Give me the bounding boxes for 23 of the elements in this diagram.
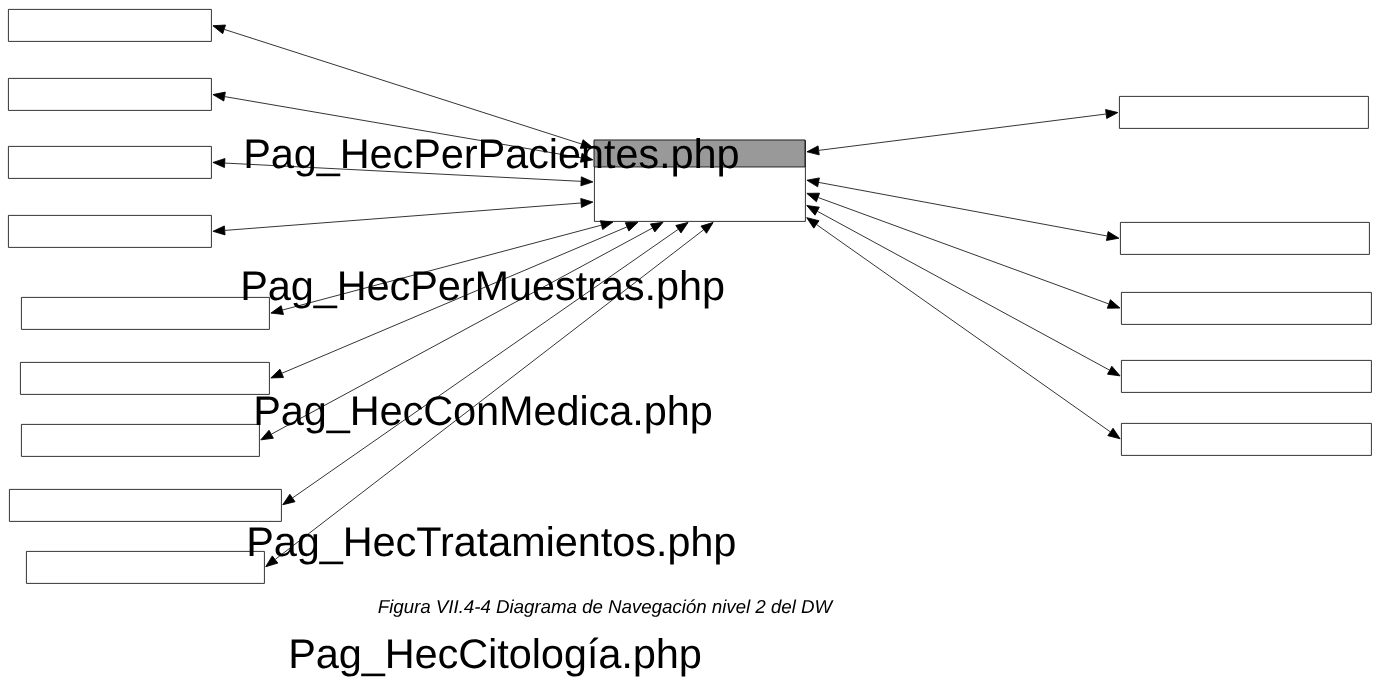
arrow — [806, 177, 1120, 241]
arrow — [212, 24, 594, 149]
page-box — [1121, 360, 1372, 393]
page-name-label: Pag_HecCitología.php — [291, 637, 701, 677]
arrow — [282, 222, 689, 506]
arrow — [806, 109, 1119, 156]
arrow — [212, 198, 594, 236]
page-box — [1121, 292, 1372, 325]
page-box — [8, 9, 212, 42]
figure-caption: Figura VII.4-4 Diagrama de Navegación nivel 2 del DW — [378, 599, 834, 617]
page-name-label: Pag_HecTratamientos.php — [249, 526, 735, 565]
page-box — [8, 78, 212, 111]
page-box — [1120, 222, 1370, 255]
page-box — [8, 215, 212, 248]
page-box — [8, 146, 212, 179]
arrow — [806, 217, 1121, 440]
page-box — [1121, 423, 1372, 456]
arrow — [265, 222, 714, 568]
page-box — [20, 362, 270, 395]
page-box — [1119, 96, 1369, 129]
page-box — [9, 489, 282, 522]
arrow — [806, 205, 1121, 377]
arrow — [806, 192, 1121, 309]
